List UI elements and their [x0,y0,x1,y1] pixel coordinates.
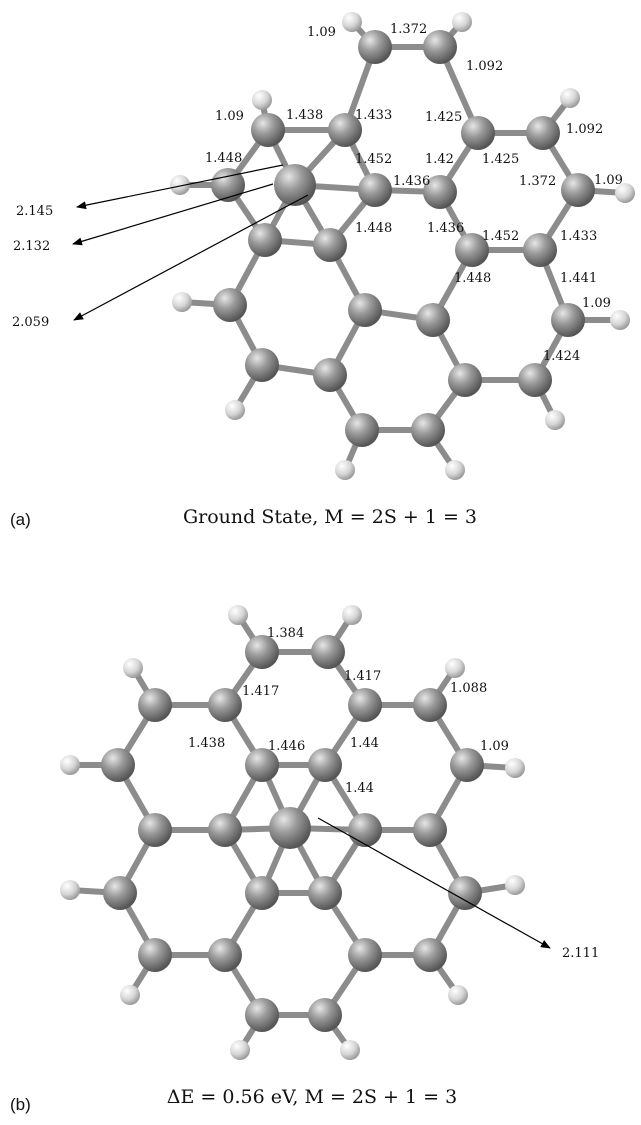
bond-label: 1.441 [560,271,597,286]
bond-label: 1.433 [355,108,392,123]
bond-label: 1.448 [205,151,242,166]
bond-length-labels-a: 1.09 1.372 1.092 1.09 1.438 1.433 1.425 … [205,22,623,364]
bond-label: 1.09 [480,739,509,754]
panel-label-a: (a) [10,510,31,529]
bond-label: 1.42 [425,152,454,167]
panel-label-b: (b) [10,1095,31,1114]
bond-label: 1.436 [393,174,430,189]
bond-label: 1.417 [242,684,279,699]
distance-label: 2.059 [12,315,49,330]
hydrogen-atoms-a [170,12,635,480]
caption-b: ΔE = 0.56 eV, M = 2S + 1 = 3 [167,1086,457,1108]
bond-label: 1.448 [355,221,392,236]
bond-label: 1.44 [345,781,374,796]
distance-label: 2.145 [16,204,53,219]
bond-label: 1.44 [350,736,379,751]
bond-label: 1.448 [454,271,491,286]
bond-label: 1.433 [560,229,597,244]
pointer-arrow [73,194,309,321]
bond-label: 1.436 [427,221,464,236]
bond-label: 1.092 [466,59,503,74]
bond-label: 1.417 [344,669,381,684]
hydrogen-atoms-b [60,605,525,1060]
bond-label: 1.09 [215,109,244,124]
pointer-arrow [317,817,551,949]
bond-label: 1.438 [188,736,225,751]
bond-label: 1.372 [390,22,427,37]
distance-label: 2.111 [562,946,599,961]
distance-pointers-a: 2.145 2.132 2.059 [12,164,309,330]
bond-label: 1.452 [355,152,392,167]
bond-label: 1.384 [267,626,304,641]
bond-length-labels-b: 1.384 1.417 1.417 1.088 1.438 1.446 1.44… [188,626,509,796]
molecule-b [60,605,525,1060]
caption-a: Ground State, M = 2S + 1 = 3 [183,506,477,528]
bond-label: 1.372 [519,174,556,189]
bond-label: 1.452 [482,229,519,244]
pointer-arrow [72,183,274,246]
distance-label: 2.132 [13,239,50,254]
pointer-arrow [76,164,284,210]
bond-label: 1.088 [450,681,487,696]
bond-label: 1.09 [307,25,336,40]
bonds-a [177,19,628,473]
bond-label: 1.092 [566,122,603,137]
bond-label: 1.446 [268,739,305,754]
bond-label: 1.09 [582,296,611,311]
carbon-atoms-a [211,30,595,447]
adatom-a [274,164,316,206]
bond-label: 1.425 [425,110,462,125]
bond-label: 1.09 [594,173,623,188]
adatom-b [269,807,311,849]
carbon-atoms-b [101,635,484,1032]
bond-label: 1.425 [482,152,519,167]
molecule-a [170,12,635,480]
bond-label: 1.424 [543,349,580,364]
bond-label: 1.438 [286,108,323,123]
distance-pointers-b: 2.111 [317,817,599,961]
